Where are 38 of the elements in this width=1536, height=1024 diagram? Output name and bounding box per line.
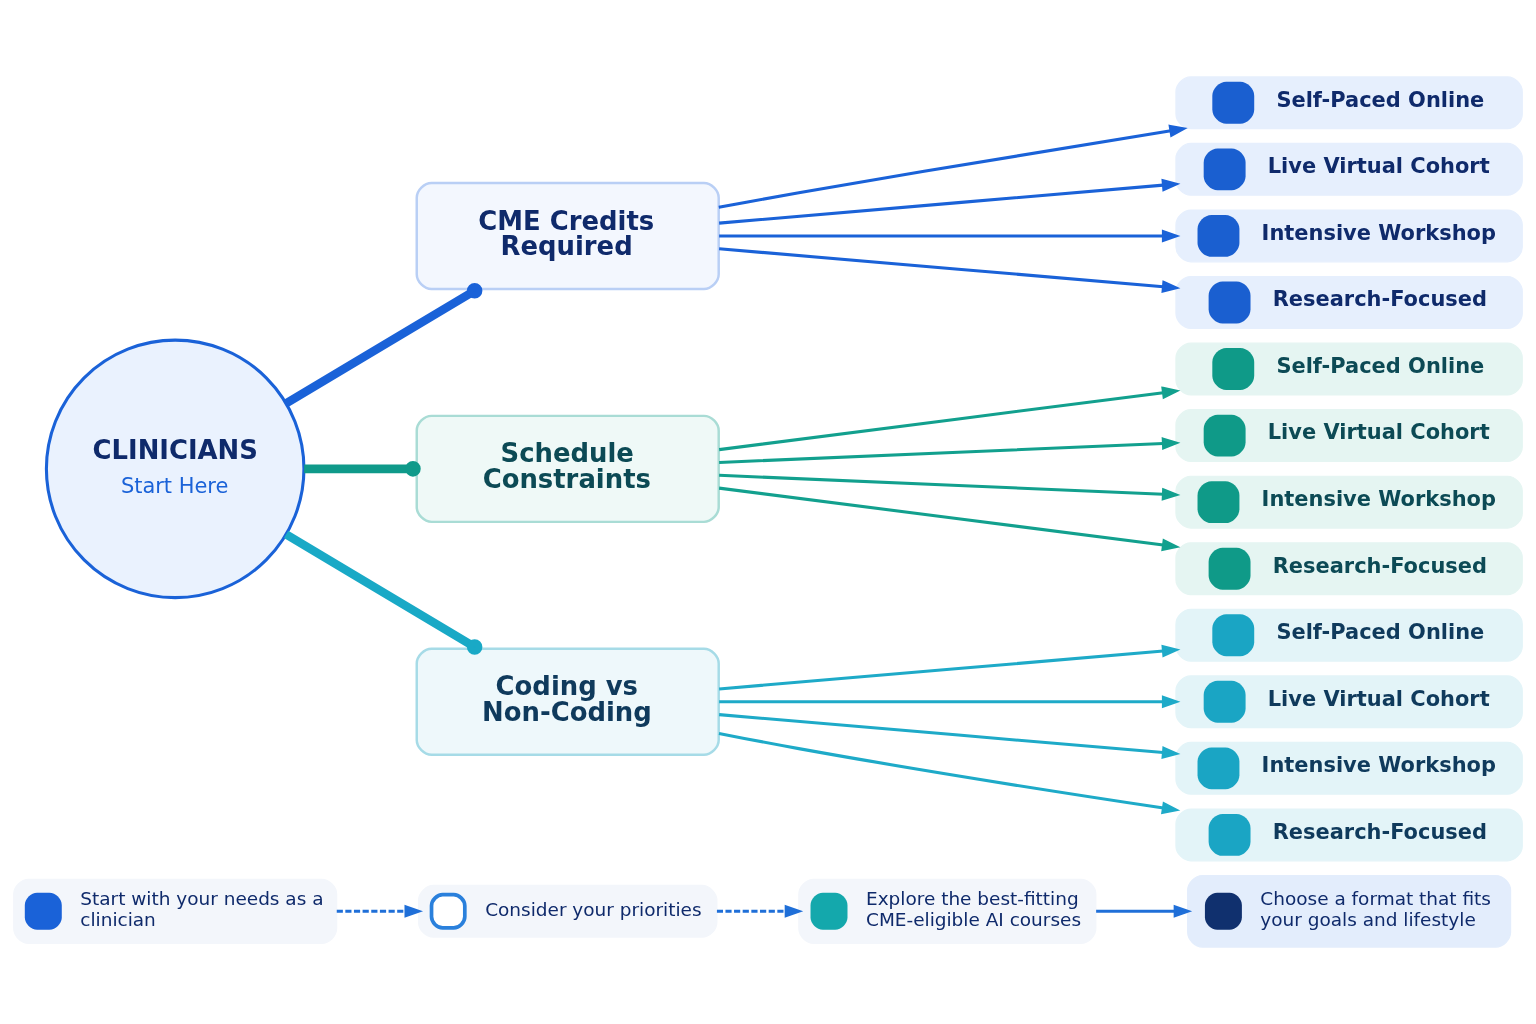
connector bbox=[283, 530, 483, 655]
arrow bbox=[719, 178, 1181, 225]
node-box: Live Virtual Cohort bbox=[1175, 409, 1523, 463]
arrow bbox=[718, 731, 1181, 815]
arrow bbox=[719, 713, 1181, 759]
node-box: Coding vs Non-Coding bbox=[415, 647, 720, 757]
node-box: CME Credits Required bbox=[415, 181, 720, 291]
node-box: Self-Paced Online bbox=[1175, 76, 1523, 130]
arrow bbox=[719, 695, 1181, 709]
node-box: Research-Focused bbox=[1175, 808, 1523, 862]
node-box: Self-Paced Online bbox=[1175, 342, 1523, 396]
node-box: Intensive Workshop bbox=[1175, 475, 1523, 529]
arrow bbox=[716, 904, 804, 918]
arrow bbox=[718, 386, 1181, 452]
node-box: Explore the best-fitting CME-eligible AI courses bbox=[798, 878, 1097, 944]
arrow bbox=[719, 229, 1181, 243]
node-box: Start with your needs as a clinician bbox=[13, 878, 338, 944]
node-box: Intensive Workshop bbox=[1175, 741, 1523, 795]
connector bbox=[304, 461, 421, 477]
node-box: Schedule Constraints bbox=[415, 414, 720, 524]
arrow bbox=[719, 247, 1181, 294]
node-box: Research-Focused bbox=[1175, 542, 1523, 596]
arrow bbox=[718, 486, 1181, 552]
node-box: Live Virtual Cohort bbox=[1175, 142, 1523, 196]
node-box: Intensive Workshop bbox=[1175, 209, 1523, 263]
node-box: Self-Paced Online bbox=[1175, 608, 1523, 662]
node-box: Live Virtual Cohort bbox=[1175, 675, 1523, 729]
arrow bbox=[718, 124, 1188, 209]
arrow bbox=[719, 644, 1181, 691]
arrow bbox=[336, 904, 423, 918]
connector bbox=[283, 283, 483, 408]
arrow bbox=[719, 437, 1181, 464]
arrow bbox=[719, 473, 1181, 501]
arrow bbox=[1096, 904, 1193, 918]
node-box: Choose a format that fits your goals and lifestyle bbox=[1187, 874, 1512, 948]
node-circle: CLINICIANS Start Here bbox=[44, 338, 306, 600]
node-box: Research-Focused bbox=[1175, 275, 1523, 329]
node-box: Consider your priorities bbox=[417, 884, 718, 938]
